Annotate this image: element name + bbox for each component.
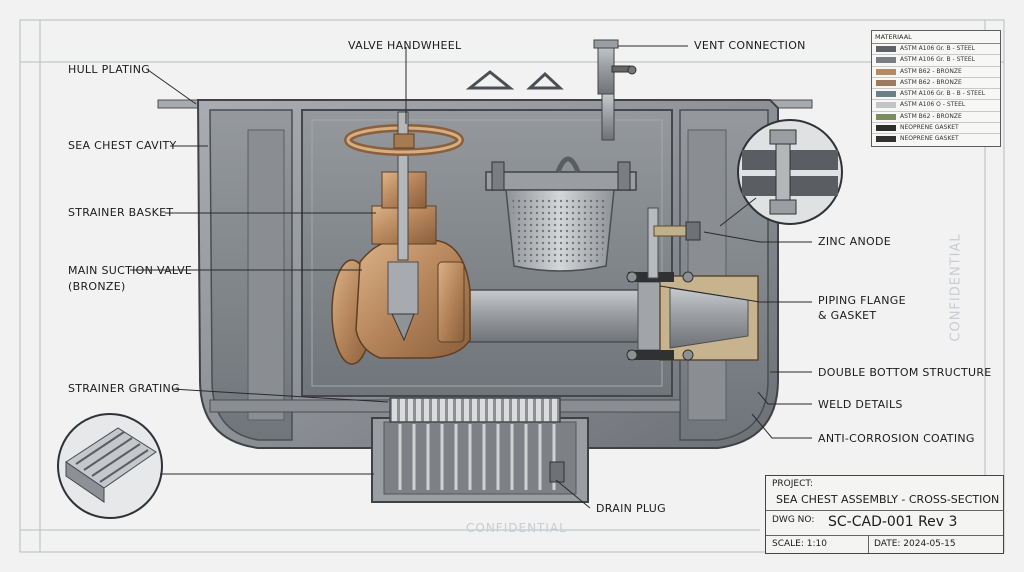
material-label: ASTM A106 O - STEEL [900, 101, 966, 109]
valve-handwheel [344, 111, 464, 156]
material-label: ASTM A106 Gr. B - STEEL [900, 45, 975, 52]
material-swatch [876, 102, 896, 109]
material-label: ASTM A106 Gr. B - B - STEEL [900, 90, 986, 98]
label-valve-handwheel: VALVE HANDWHEEL [348, 39, 462, 52]
material-legend: MATERIAAL ASTM A106 Gr. B - STEEL ASTM A… [871, 30, 1001, 147]
material-legend-title: MATERIAAL [872, 31, 1000, 44]
scale-value: SCALE: 1:10 [772, 539, 827, 549]
label-piping-flange-2: & GASKET [818, 309, 877, 322]
grating-detail [57, 413, 163, 519]
flange-bolt-detail [737, 119, 843, 225]
material-row: ASTM A106 Gr. B - STEEL [872, 44, 1000, 56]
project-value: SEA CHEST ASSEMBLY - CROSS-SECTION [776, 493, 1000, 506]
label-vent-connection: VENT CONNECTION [694, 39, 806, 52]
strainer-grating [389, 397, 561, 423]
material-label: ASTM A106 Gr. B - STEEL [900, 56, 975, 64]
material-label: NEOPRENE GASKET [900, 135, 959, 143]
material-row: ASTM B62 - BRONZE [872, 112, 1000, 124]
label-zinc-anode: ZINC ANODE [818, 235, 892, 248]
label-strainer-basket: STRAINER BASKET [68, 206, 174, 219]
dwg-value: SC-CAD-001 Rev 3 [828, 514, 958, 530]
material-swatch [876, 57, 896, 64]
label-weld-details: WELD DETAILS [818, 398, 903, 411]
strainer-basket [485, 156, 637, 272]
watermark-bottom: CONFIDENTIAL [466, 521, 567, 535]
vent-connection [593, 39, 637, 141]
material-swatch [876, 91, 896, 98]
material-swatch [876, 46, 896, 52]
dwg-label: DWG NO: [772, 515, 815, 525]
material-row: ASTM A106 Gr. B - B - STEEL [872, 89, 1000, 101]
material-swatch [876, 68, 896, 75]
title-block-project-row: PROJECT: SEA CHEST ASSEMBLY - CROSS-SECT… [766, 476, 1003, 511]
material-row: ASTM B62 - BRONZE [872, 78, 1000, 90]
material-label: NEOPRENE GASKET [900, 124, 959, 132]
watermark-right: CONFIDENTIAL [948, 233, 964, 342]
suction-pipe [457, 289, 649, 343]
material-row: NEOPRENE GASKET [872, 123, 1000, 135]
material-label: ASTM B62 - BRONZE [900, 112, 962, 120]
material-row: ASTM B62 - BRONZE [872, 67, 1000, 78]
material-swatch [876, 113, 896, 120]
material-row: NEOPRENE GASKET [872, 134, 1000, 144]
project-label: PROJECT: [772, 479, 813, 489]
title-block-dwg-row: DWG NO: SC-CAD-001 Rev 3 [766, 511, 1003, 536]
label-piping-flange-1: PIPING FLANGE [818, 294, 906, 307]
material-swatch [876, 125, 896, 132]
label-main-suction-valve-2: (BRONZE) [68, 280, 126, 293]
title-block-divider [868, 536, 869, 553]
material-row: ASTM A106 Gr. B - STEEL [872, 55, 1000, 67]
label-double-bottom-structure: DOUBLE BOTTOM STRUCTURE [818, 366, 992, 379]
title-block-scale-row: SCALE: 1:10 DATE: 2024-05-15 [766, 536, 1003, 553]
piping-flange [626, 271, 759, 361]
main-suction-valve [331, 149, 471, 365]
label-hull-plating: HULL PLATING [68, 63, 151, 76]
label-sea-chest-cavity: SEA CHEST CAVITY [68, 139, 177, 152]
material-label: ASTM B62 - BRONZE [900, 67, 962, 75]
label-anti-corrosion-coating: ANTI-CORROSION COATING [818, 432, 975, 445]
drain-plug [549, 461, 565, 483]
material-row: ASTM A106 O - STEEL [872, 100, 1000, 112]
date-value: DATE: 2024-05-15 [874, 539, 956, 549]
label-main-suction-valve-1: MAIN SUCTION VALVE [68, 264, 193, 277]
label-drain-plug: DRAIN PLUG [596, 502, 666, 515]
material-label: ASTM B62 - BRONZE [900, 78, 962, 86]
material-swatch [876, 79, 896, 86]
leader-lines [130, 45, 812, 509]
zinc-anode [647, 207, 701, 279]
title-block: PROJECT: SEA CHEST ASSEMBLY - CROSS-SECT… [765, 475, 1004, 554]
material-swatch [876, 136, 896, 143]
label-strainer-grating: STRAINER GRATING [68, 382, 180, 395]
